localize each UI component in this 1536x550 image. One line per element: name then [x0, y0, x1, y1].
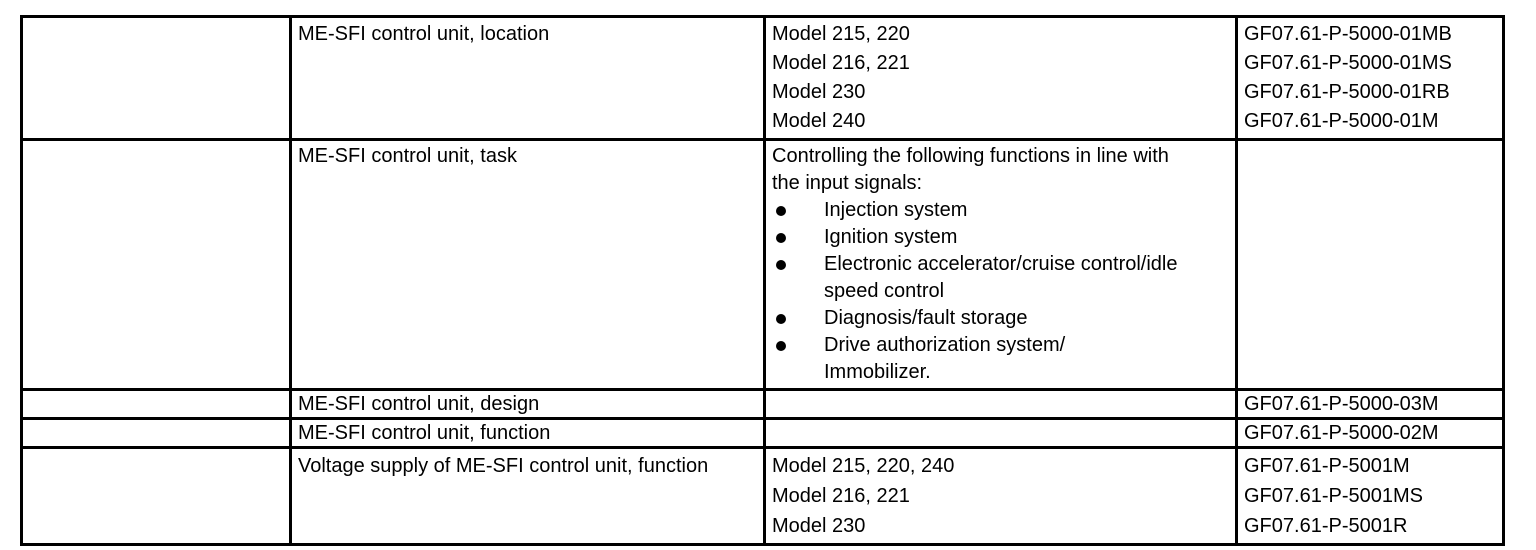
- empty-cell: [20, 388, 292, 420]
- task-cell: Controlling the following functions in l…: [763, 138, 1238, 391]
- table-row-design: ME-SFI control unit, design GF07.61-P-50…: [20, 388, 1505, 420]
- description-text: ME-SFI control unit, location: [298, 23, 550, 45]
- task-bullet: Drive authorization system/ Immobilizer.: [772, 332, 1229, 386]
- models-cell: Model 215, 220 Model 216, 221 Model 230 …: [763, 15, 1238, 141]
- codes-cell: GF07.61-P-5000-01MB GF07.61-P-5000-01MS …: [1235, 15, 1505, 141]
- codes-cell: GF07.61-P-5001M GF07.61-P-5001MS GF07.61…: [1235, 446, 1505, 546]
- models-cell: [763, 388, 1238, 420]
- document-code[interactable]: GF07.61-P-5001M: [1244, 455, 1410, 477]
- table-row-function: ME-SFI control unit, function GF07.61-P-…: [20, 417, 1505, 449]
- document-code[interactable]: GF07.61-P-5000-01MB: [1244, 23, 1452, 45]
- empty-cell: [20, 15, 292, 141]
- task-bullet: Ignition system: [772, 224, 1229, 251]
- model-text: Model 230: [772, 515, 866, 537]
- bullet-text: Diagnosis/fault storage: [824, 307, 1028, 329]
- description-cell: ME-SFI control unit, task: [289, 138, 766, 391]
- bullet-icon: [776, 341, 786, 351]
- document-code[interactable]: GF07.61-P-5000-03M: [1244, 393, 1439, 415]
- table-row-task: ME-SFI control unit, task Controlling th…: [20, 138, 1505, 391]
- task-bullet: Electronic accelerator/cruise control/id…: [772, 251, 1229, 305]
- task-intro-line: the input signals:: [772, 172, 923, 194]
- bullet-icon: [776, 206, 786, 216]
- task-bullet: Diagnosis/fault storage: [772, 305, 1229, 332]
- empty-cell: [20, 417, 292, 449]
- document-code[interactable]: GF07.61-P-5000-01MS: [1244, 52, 1452, 74]
- codes-cell: [1235, 138, 1505, 391]
- bullet-icon: [776, 314, 786, 324]
- description-cell: ME-SFI control unit, function: [289, 417, 766, 449]
- model-text: Model 216, 221: [772, 52, 910, 74]
- models-cell: Model 215, 220, 240 Model 216, 221 Model…: [763, 446, 1238, 546]
- document-code[interactable]: GF07.61-P-5000-01M: [1244, 110, 1439, 132]
- bullet-text: Electronic accelerator/cruise control/id…: [824, 253, 1178, 275]
- document-code[interactable]: GF07.61-P-5001MS: [1244, 485, 1423, 507]
- function-group-table: ME-SFI control unit, location Model 215,…: [20, 15, 1505, 546]
- description-text: ME-SFI control unit, design: [298, 393, 540, 415]
- model-text: Model 230: [772, 81, 866, 103]
- task-intro-line: Controlling the following functions in l…: [772, 145, 1169, 167]
- empty-cell: [20, 138, 292, 391]
- codes-cell: GF07.61-P-5000-03M: [1235, 388, 1505, 420]
- description-cell: Voltage supply of ME-SFI control unit, f…: [289, 446, 766, 546]
- table-row-location: ME-SFI control unit, location Model 215,…: [20, 15, 1505, 141]
- codes-cell: GF07.61-P-5000-02M: [1235, 417, 1505, 449]
- description-text: Voltage supply of ME-SFI control unit, f…: [298, 455, 709, 477]
- model-text: Model 215, 220: [772, 23, 910, 45]
- description-cell: ME-SFI control unit, location: [289, 15, 766, 141]
- bullet-text: Immobilizer.: [824, 361, 931, 383]
- description-text: ME-SFI control unit, function: [298, 422, 551, 444]
- bullet-text: Ignition system: [824, 226, 958, 248]
- document-code[interactable]: GF07.61-P-5000-01RB: [1244, 81, 1450, 103]
- bullet-icon: [776, 260, 786, 270]
- model-text: Model 215, 220, 240: [772, 455, 955, 477]
- models-cell: [763, 417, 1238, 449]
- empty-cell: [20, 446, 292, 546]
- model-text: Model 240: [772, 110, 866, 132]
- description-cell: ME-SFI control unit, design: [289, 388, 766, 420]
- table-row-voltage-supply: Voltage supply of ME-SFI control unit, f…: [20, 446, 1505, 546]
- document-code[interactable]: GF07.61-P-5000-02M: [1244, 422, 1439, 444]
- bullet-text: Injection system: [824, 199, 968, 221]
- document-code[interactable]: GF07.61-P-5001R: [1244, 515, 1408, 537]
- bullet-text: Drive authorization system/: [824, 334, 1066, 356]
- bullet-icon: [776, 233, 786, 243]
- bullet-text: speed control: [824, 280, 945, 302]
- task-bullet: Injection system: [772, 197, 1229, 224]
- description-text: ME-SFI control unit, task: [298, 145, 517, 167]
- model-text: Model 216, 221: [772, 485, 910, 507]
